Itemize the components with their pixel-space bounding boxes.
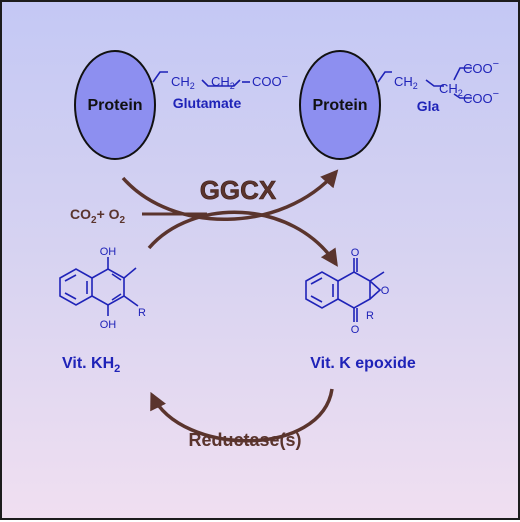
svg-text:COO−: COO− <box>252 71 288 89</box>
glutamate-ch2-1: CH <box>171 74 190 89</box>
gla-carboxyl-bottom: COO <box>463 91 493 106</box>
kh2-substituents <box>107 257 139 316</box>
svg-text:CH2: CH2 <box>211 74 235 91</box>
svg-text:COO−: COO− <box>463 88 499 106</box>
gla-carboxyl-top: COO <box>463 61 493 76</box>
kh2-second-ring-inner <box>111 273 122 301</box>
gla-ch2-1-sub: 2 <box>413 81 418 91</box>
vitamin-k-epoxide-structure: O O O R Vit. K epoxide <box>305 247 416 372</box>
glutamate-bond-2 <box>201 79 241 87</box>
epoxide-o-ring: O <box>381 285 390 297</box>
gla-chain-bonds <box>377 71 392 83</box>
svg-text:CH2: CH2 <box>439 81 463 98</box>
epoxide-second-ring <box>337 271 371 309</box>
svg-text:CH2: CH2 <box>171 74 195 91</box>
glutamate-chain-bonds <box>152 71 168 83</box>
epoxide-benzene-inner <box>310 277 334 303</box>
glutamate-charge: − <box>282 71 288 83</box>
cosubstrate-co: CO <box>70 206 91 222</box>
protein-ellipse-right <box>299 50 381 160</box>
kh2-name-sub: 2 <box>114 363 120 375</box>
protein-glutamate-group: Protein CH2 CH2 COO− Glutamate <box>74 50 288 160</box>
kh2-oh-bottom: OH <box>100 319 117 331</box>
svg-text:Vit. KH2: Vit. KH2 <box>62 355 120 375</box>
gla-ch2-1: CH <box>394 74 413 89</box>
kh2-oh-top: OH <box>100 246 117 258</box>
epoxide-ring-bonds <box>369 271 385 300</box>
epoxide-name: Vit. K epoxide <box>310 355 416 372</box>
protein-label-right: Protein <box>312 97 367 114</box>
kh2-r-group: R <box>138 307 146 319</box>
gla-branch-bonds <box>453 67 472 99</box>
gla-ch2-2: CH <box>439 81 458 96</box>
gla-charge-top: − <box>493 58 499 70</box>
gla-ch2-2-sub: 2 <box>458 88 463 98</box>
reductase-arrow <box>150 388 334 443</box>
kh2-name: Vit. KH <box>62 355 114 372</box>
gla-name: Gla <box>417 98 440 114</box>
reaction-arrows <box>121 169 339 443</box>
protein-gla-group: Protein CH2 CH2 COO− COO− Gla <box>299 50 499 160</box>
carboxylation-arrow <box>121 169 339 221</box>
cosubstrate-o-sub: 2 <box>120 215 126 226</box>
kh2-benzene-inner <box>64 274 88 300</box>
svg-text:CO2+ O2: CO2+ O2 <box>70 206 126 226</box>
epoxide-o-bottom: O <box>351 324 360 336</box>
gla-charge-bottom: − <box>493 88 499 100</box>
glutamate-ch2-2-sub: 2 <box>230 81 235 91</box>
cosubstrate-plus-o: + O <box>97 206 120 222</box>
protein-ellipse-left <box>74 50 156 160</box>
kh2-second-ring <box>91 268 125 306</box>
epoxide-o-top: O <box>351 247 360 259</box>
cosubstrate-co-sub: 2 <box>91 215 97 226</box>
enzyme-label: GGCX <box>200 175 277 205</box>
glutamate-ch2-2: CH <box>211 74 230 89</box>
reductase-label: Reductase(s) <box>188 430 301 450</box>
svg-text:COO−: COO− <box>463 58 499 76</box>
glutamate-ch2-1-sub: 2 <box>190 81 195 91</box>
epoxide-carbonyls <box>353 258 358 322</box>
oxidation-arrow <box>147 210 338 267</box>
glutamate-name: Glutamate <box>173 95 242 111</box>
svg-text:CH2: CH2 <box>394 74 418 91</box>
vitamin-kh2-structure: OH OH R Vit. KH2 <box>59 246 146 375</box>
glutamate-carboxyl: COO <box>252 74 282 89</box>
gla-bond-2 <box>425 79 444 87</box>
protein-label-left: Protein <box>87 97 142 114</box>
epoxide-r-group: R <box>366 310 374 322</box>
